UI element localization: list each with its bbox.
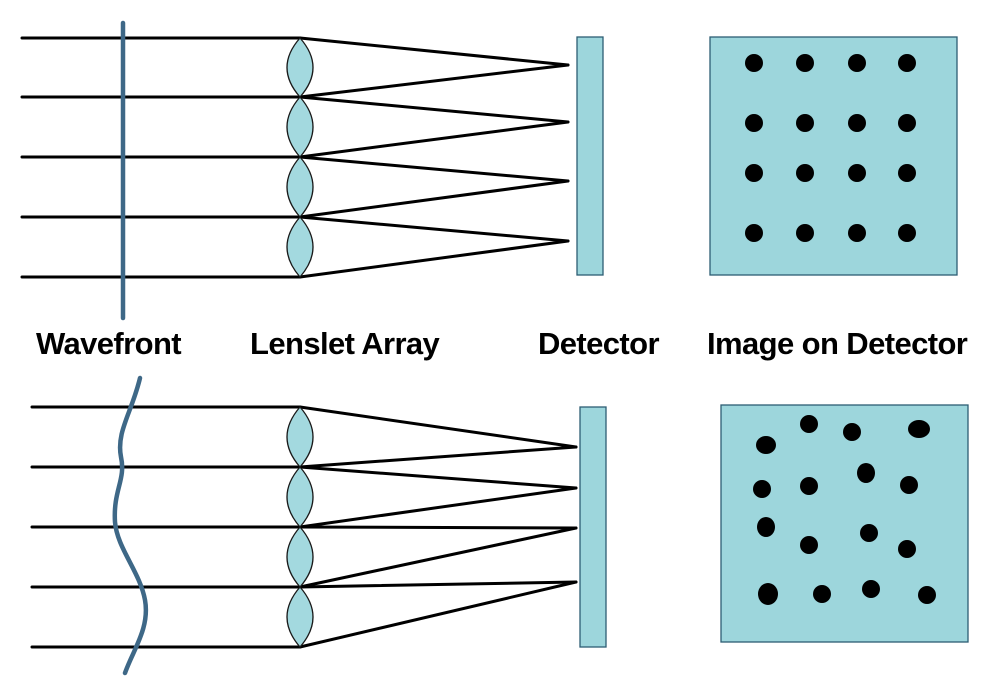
flat-focal-spot [796, 114, 814, 132]
aberrated-focal-spot [900, 476, 918, 494]
flat-focal-spot [898, 114, 916, 132]
flat-focused-ray [298, 215, 570, 243]
aberrated-lenslet [286, 406, 314, 468]
aberrated-focal-spot [813, 585, 831, 603]
aberrated-focal-spot [756, 436, 776, 454]
flat-focal-spot [745, 224, 763, 242]
aberrated-focal-spot [857, 463, 875, 483]
aberrated-focal-spot [860, 524, 878, 542]
flat-focused-ray [298, 36, 570, 67]
aberrated-focal-spot [800, 415, 818, 433]
aberrated-focal-spot [753, 480, 771, 498]
flat-focal-spot [848, 224, 866, 242]
flat-focused-ray [298, 95, 570, 124]
flat-focal-spot [796, 54, 814, 72]
aberrated-focal-spot [758, 583, 778, 605]
wavefront-label: Wavefront [36, 326, 181, 361]
flat-focal-spot [745, 164, 763, 182]
aberrated-lenslet [286, 526, 314, 588]
aberrated-focused-ray [298, 526, 578, 589]
flat-focal-spot [848, 164, 866, 182]
aberrated-focused-ray [298, 580, 578, 649]
aberrated-focused-ray [298, 580, 578, 589]
flat-focused-ray [298, 239, 570, 279]
flat-focal-spot [848, 114, 866, 132]
ray-layer [20, 36, 578, 649]
flat-lenslet [286, 37, 314, 98]
aberrated-focal-spot [918, 586, 936, 604]
aberrated-focused-ray [298, 445, 578, 469]
detector-layer [576, 36, 607, 648]
flat-lenslet [286, 216, 314, 278]
flat-focused-ray [298, 63, 570, 99]
aberrated-detector [579, 406, 607, 648]
lenslet-layer [286, 37, 314, 648]
lenslet-array-label: Lenslet Array [250, 326, 441, 361]
aberrated-focused-ray [298, 405, 578, 449]
flat-focused-ray [298, 179, 570, 219]
flat-focused-ray [298, 120, 570, 159]
detector-image-layer [709, 36, 969, 643]
wavefront-layer [112, 20, 149, 676]
image-on-detector-label: Image on Detector [707, 326, 968, 361]
aberrated-lenslet [286, 466, 314, 528]
flat-focal-spot [745, 54, 763, 72]
flat-detector-image [709, 36, 958, 276]
aberrated-focal-spot [757, 517, 775, 537]
aberrated-focal-spot [800, 536, 818, 554]
aberrated-focused-ray [298, 525, 578, 530]
flat-focal-spot [898, 54, 916, 72]
aberrated-focal-spot [800, 477, 818, 495]
flat-focal-spot [898, 164, 916, 182]
flat-lenslet [286, 96, 314, 158]
flat-lenslet [286, 156, 314, 218]
flat-focal-spot [848, 54, 866, 72]
flat-focal-spot [898, 224, 916, 242]
detector-label: Detector [538, 326, 659, 361]
aberrated-focused-ray [298, 465, 578, 490]
flat-detector [576, 36, 604, 276]
aberrated-wavefront [112, 375, 149, 676]
flat-focal-spot [796, 224, 814, 242]
aberrated-focal-spot [908, 420, 930, 438]
aberrated-focal-spot [862, 580, 880, 598]
flat-focal-spot [796, 164, 814, 182]
aberrated-focused-ray [298, 486, 578, 529]
flat-focused-ray [298, 155, 570, 183]
aberrated-lenslet [286, 586, 314, 648]
aberrated-focal-spot [898, 540, 916, 558]
flat-focal-spot [745, 114, 763, 132]
aberrated-focal-spot [843, 423, 861, 441]
